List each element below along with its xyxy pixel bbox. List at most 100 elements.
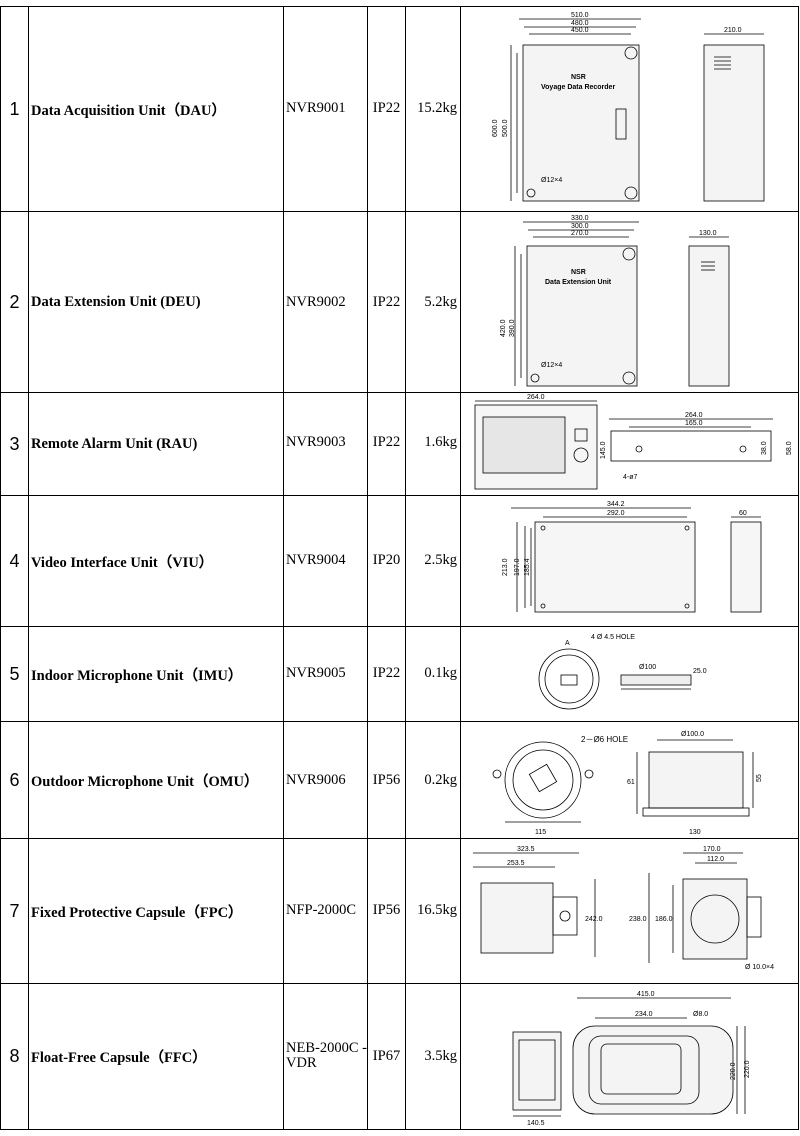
- dim-label: 420.0: [500, 319, 507, 337]
- ip-rating: IP20: [367, 495, 406, 627]
- dim-label: 450.0: [571, 27, 589, 34]
- model-number: NVR9001: [283, 6, 368, 212]
- table-row: 5 Indoor Microphone Unit（IMU） NVR9005 IP…: [0, 626, 799, 722]
- dimension-drawing: 2－Ø6 HOLE 115 Ø100.0 61 55 130: [460, 721, 799, 839]
- unit-name: Remote Alarm Unit (RAU): [28, 392, 284, 496]
- dim-label: Ø12×4: [541, 177, 562, 184]
- dim-label: Ø100.0: [681, 731, 704, 738]
- panel-label: NSR: [571, 74, 586, 81]
- dim-label: 165.0: [685, 420, 703, 427]
- row-number: 5: [0, 626, 29, 722]
- dim-label: 115: [535, 829, 546, 836]
- table-row: 6 Outdoor Microphone Unit（OMU） NVR9006 I…: [0, 721, 799, 839]
- model-number: NVR9003: [283, 392, 368, 496]
- ip-rating: IP67: [367, 983, 406, 1130]
- dim-label: 500.0: [502, 119, 509, 137]
- dim-label: 130: [689, 829, 701, 836]
- unit-name: Fixed Protective Capsule（FPC）: [28, 838, 284, 984]
- ip-rating: IP22: [367, 6, 406, 212]
- table-row: 3 Remote Alarm Unit (RAU) NVR9003 IP22 1…: [0, 392, 799, 496]
- dim-label: 112.0: [707, 856, 724, 863]
- row-number: 1: [0, 6, 29, 212]
- dim-label: 60: [739, 510, 747, 517]
- dim-label: A: [565, 640, 570, 647]
- dim-label: 415.0: [637, 991, 655, 998]
- dimension-drawing: 323.5 253.5 242.0 170.0 112.0 238.0 186.…: [460, 838, 799, 984]
- dim-label: 253.5: [507, 860, 525, 867]
- weight: 2.5kg: [405, 495, 461, 627]
- dim-label: 140.5: [527, 1120, 545, 1127]
- ip-rating: IP22: [367, 211, 406, 393]
- dimension-drawing: 344.2 292.0 213.0 197.0 185.4 60: [460, 495, 799, 627]
- ip-rating: IP56: [367, 721, 406, 839]
- dim-label: 300.0: [571, 223, 589, 230]
- dim-label: 25.0: [693, 668, 707, 675]
- dim-label: 186.0: [655, 916, 673, 923]
- ip-rating: IP22: [367, 626, 406, 722]
- dim-label: 213.0: [502, 558, 509, 576]
- dim-label: 145.0: [600, 441, 607, 459]
- unit-name: Data Acquisition Unit（DAU）: [28, 6, 284, 212]
- dim-label: 130.0: [699, 230, 717, 237]
- panel-label: NSR: [571, 269, 586, 276]
- model-number: NFP-2000C: [283, 838, 368, 984]
- table-row: 4 Video Interface Unit（VIU） NVR9004 IP20…: [0, 495, 799, 627]
- weight: 0.1kg: [405, 626, 461, 722]
- dim-label: 234.0: [635, 1011, 653, 1018]
- dim-label: 270.0: [571, 230, 589, 237]
- dim-label: 264.0: [527, 394, 545, 401]
- dim-label: 197.0: [514, 558, 521, 576]
- dim-label: 220.0: [730, 1062, 737, 1080]
- row-number: 4: [0, 495, 29, 627]
- row-number: 8: [0, 983, 29, 1130]
- dim-label: 510.0: [571, 12, 589, 19]
- dimension-drawing: A 4 Ø 4.5 HOLE Ø100 25.0: [460, 626, 799, 722]
- product-spec-table: 1 Data Acquisition Unit（DAU） NVR9001 IP2…: [0, 6, 799, 1130]
- dim-label: 330.0: [571, 215, 589, 222]
- row-number: 2: [0, 211, 29, 393]
- dim-label: 220.0: [744, 1060, 751, 1078]
- dimension-drawing: 264.0 145.0 264.0 165.0 38.0 58.0 4-ø7: [460, 392, 799, 496]
- dim-label: 390.0: [509, 319, 516, 337]
- unit-name: Indoor Microphone Unit（IMU）: [28, 626, 284, 722]
- dimension-drawing: 510.0 480.0 450.0 NSR Voyage Data Record…: [460, 6, 799, 212]
- dimension-drawing: 415.0 234.0 Ø8.0 220.0 220.0 140.5: [460, 983, 799, 1130]
- table-row: 1 Data Acquisition Unit（DAU） NVR9001 IP2…: [0, 6, 799, 212]
- dim-label: 4-ø7: [623, 474, 638, 481]
- dim-label: 4 Ø 4.5 HOLE: [591, 634, 635, 641]
- dim-label: 210.0: [724, 27, 742, 34]
- dim-label: 242.0: [585, 916, 603, 923]
- unit-name: Outdoor Microphone Unit（OMU）: [28, 721, 284, 839]
- model-number: NVR9002: [283, 211, 368, 393]
- ip-rating: IP22: [367, 392, 406, 496]
- dim-label: 264.0: [685, 412, 703, 419]
- weight: 16.5kg: [405, 838, 461, 984]
- dim-label: 55: [756, 774, 763, 782]
- dim-label: Ø12×4: [541, 362, 562, 369]
- dim-label: 292.0: [607, 510, 625, 517]
- dim-label: 480.0: [571, 20, 589, 27]
- dim-label: 323.5: [517, 846, 535, 853]
- table-row: 8 Float-Free Capsule（FFC） NEB-2000C -VDR…: [0, 983, 799, 1130]
- weight: 1.6kg: [405, 392, 461, 496]
- weight: 5.2kg: [405, 211, 461, 393]
- dim-label: 238.0: [629, 916, 647, 923]
- model-number: NVR9004: [283, 495, 368, 627]
- table-row: 2 Data Extension Unit (DEU) NVR9002 IP22…: [0, 211, 799, 393]
- dim-label: 344.2: [607, 501, 625, 508]
- model-number: NVR9005: [283, 626, 368, 722]
- dim-label: Ø 10.0×4: [745, 964, 774, 971]
- dim-label: 185.4: [524, 558, 531, 576]
- panel-label: Data Extension Unit: [545, 279, 612, 286]
- model-number: NEB-2000C -VDR: [283, 983, 368, 1130]
- dim-label: 61: [627, 779, 635, 786]
- table-row: 7 Fixed Protective Capsule（FPC） NFP-2000…: [0, 838, 799, 984]
- dim-label: 38.0: [761, 441, 768, 455]
- dim-label: 170.0: [703, 846, 721, 853]
- dim-label: 600.0: [492, 119, 499, 137]
- weight: 3.5kg: [405, 983, 461, 1130]
- row-number: 3: [0, 392, 29, 496]
- model-number: NVR9006: [283, 721, 368, 839]
- weight: 15.2kg: [405, 6, 461, 212]
- row-number: 6: [0, 721, 29, 839]
